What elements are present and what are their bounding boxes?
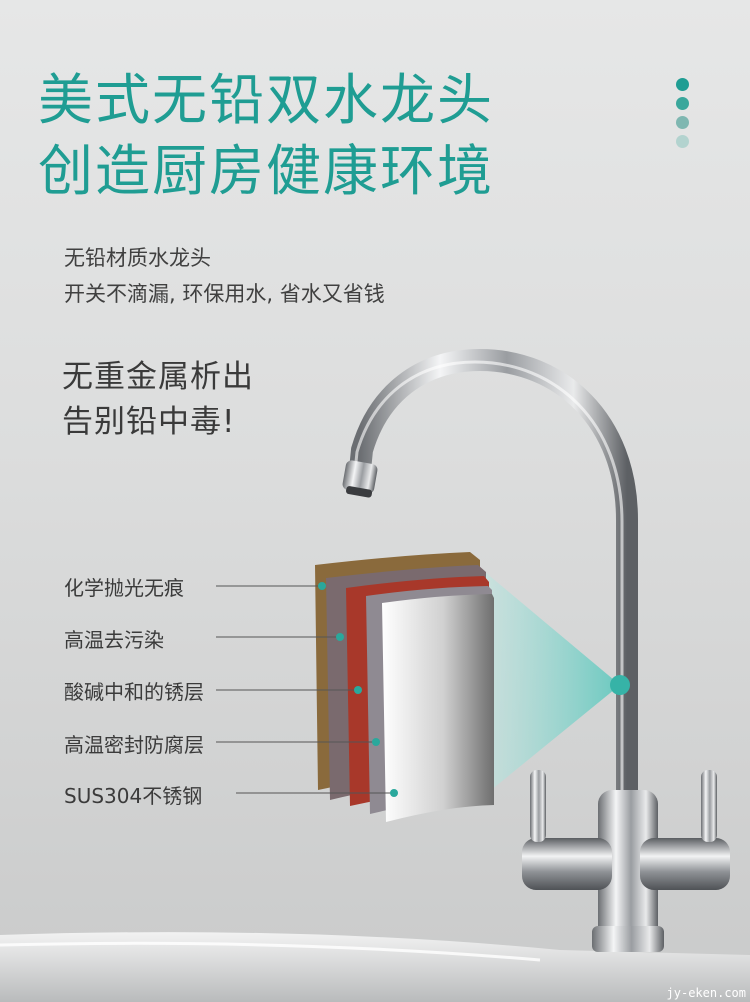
headline-line-1: 美式无铅双水龙头 bbox=[38, 68, 495, 132]
page-dot bbox=[676, 78, 689, 91]
layer-label-polish: 化学抛光无痕 bbox=[64, 576, 184, 600]
subtitle-line-2: 开关不滴漏, 环保用水, 省水又省钱 bbox=[64, 282, 385, 306]
zoom-beam bbox=[485, 572, 620, 795]
left-lever bbox=[530, 770, 546, 842]
warning-line-2: 告别铅中毒! bbox=[62, 404, 236, 440]
faucet-body bbox=[598, 790, 658, 940]
layer-label-steel: SUS304不锈钢 bbox=[64, 784, 203, 808]
zoom-point-dot bbox=[610, 675, 630, 695]
layer-label-decontam: 高温去污染 bbox=[64, 628, 164, 652]
layer-label-neutralize: 酸碱中和的锈层 bbox=[64, 680, 204, 704]
right-handle-arm bbox=[640, 838, 730, 890]
layer-dot bbox=[372, 738, 380, 746]
headline-line-2: 创造厨房健康环境 bbox=[38, 139, 495, 203]
left-handle-arm bbox=[522, 838, 612, 890]
subtitle-line-1: 无铅材质水龙头 bbox=[64, 246, 211, 270]
layer-dot bbox=[318, 582, 326, 590]
watermark: jy-eken.com bbox=[666, 986, 746, 1000]
page-dot bbox=[676, 135, 689, 148]
page-dot bbox=[676, 97, 689, 110]
sink-rim bbox=[0, 932, 750, 1002]
page-indicator bbox=[676, 78, 689, 154]
faucet-nozzle bbox=[342, 460, 378, 494]
layer-dot bbox=[354, 686, 362, 694]
layer-stack bbox=[315, 552, 494, 822]
right-lever bbox=[701, 770, 717, 842]
leader-lines bbox=[216, 585, 394, 794]
layer-label-seal: 高温密封防腐层 bbox=[64, 733, 204, 757]
faucet-spout bbox=[349, 348, 638, 880]
warning-line-1: 无重金属析出 bbox=[62, 359, 254, 395]
page-dot bbox=[676, 116, 689, 129]
layer-dot bbox=[390, 789, 398, 797]
layer-dot bbox=[336, 633, 344, 641]
